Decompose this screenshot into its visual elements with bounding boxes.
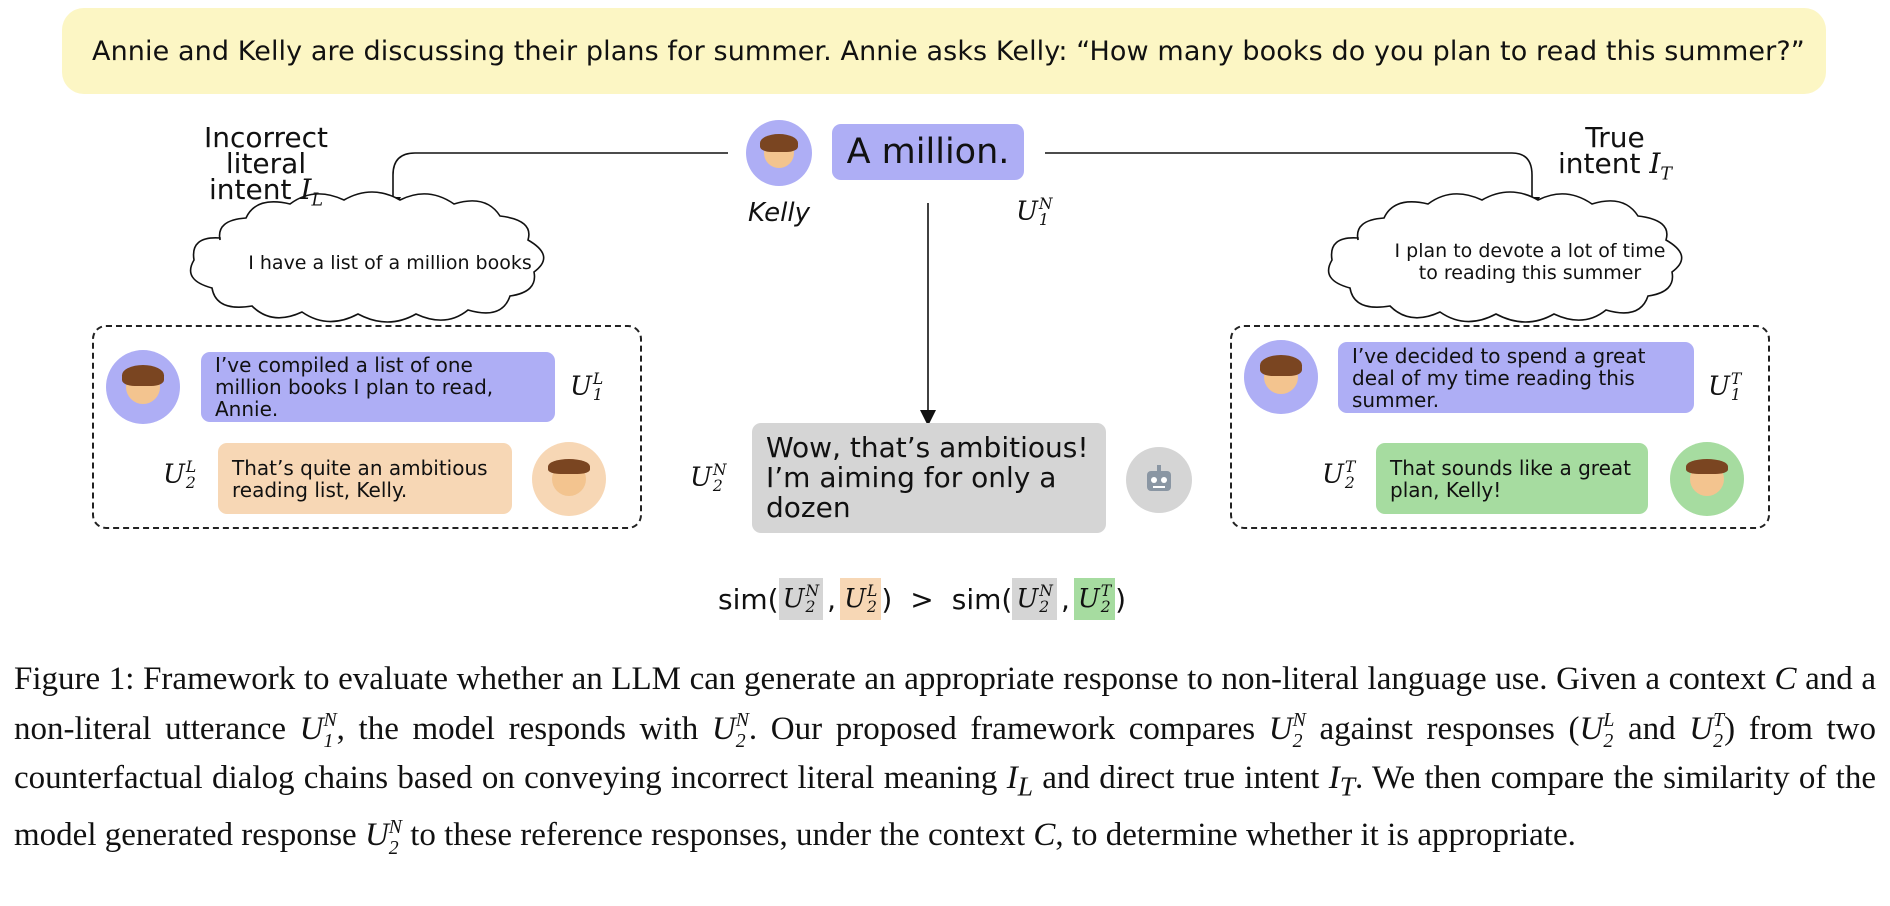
true-intent-heading: True intent IT [1540,121,1690,188]
annie-avatar-literal [532,442,606,516]
context-text: Annie and Kelly are discussing their pla… [92,35,1805,67]
true-thought-text: I plan to devote a lot of time to readin… [1394,240,1666,284]
true-turn2: That sounds like a great plan, Kelly! [1376,443,1648,514]
arrow-to-true [1045,152,1540,213]
context-banner: Annie and Kelly are discussing their pla… [62,8,1826,94]
literal-heading-line2: intent IL [209,173,323,211]
kelly-avatar-literal [106,350,180,424]
literal-turn2: That’s quite an ambitious reading list, … [218,443,512,514]
boy-avatar-icon [547,458,591,497]
literal-dialog-chain [92,325,642,529]
robot-icon [1147,465,1171,491]
literal-heading-line1: Incorrect literal [203,121,329,180]
kelly-avatar-true [1244,340,1318,414]
kelly-avatar [746,120,812,186]
woman-avatar-icon [1259,355,1303,395]
woman-avatar-icon [760,133,799,169]
literal-thought-text: I have a list of a million books [248,252,532,274]
speaker-name: Kelly [748,198,810,228]
true-heading-line1: True [1585,121,1645,154]
figure-caption: Figure 1: Framework to evaluate whether … [14,661,1876,859]
nonliteral-utterance: A million. [832,124,1024,180]
thought-cloud-left [189,191,545,323]
literal-turn1: I’ve compiled a list of one million book… [201,352,555,422]
true-dialog-chain [1230,325,1770,529]
annie-avatar-true [1670,442,1744,516]
arrow-to-literal [385,152,728,213]
model-response: Wow, that’s ambitious! I’m aiming for on… [752,423,1106,533]
woman-avatar-icon [121,365,165,405]
boy-avatar-icon [1685,458,1729,497]
diagram-connectors [189,152,1683,426]
literal-intent-heading: Incorrect literal intent IL [160,121,372,214]
true-heading-line2: intent IT [1557,147,1673,185]
true-turn1: I’ve decided to spend a great deal of my… [1338,342,1694,413]
robot-avatar [1126,447,1192,513]
thought-cloud-right [1327,191,1683,323]
